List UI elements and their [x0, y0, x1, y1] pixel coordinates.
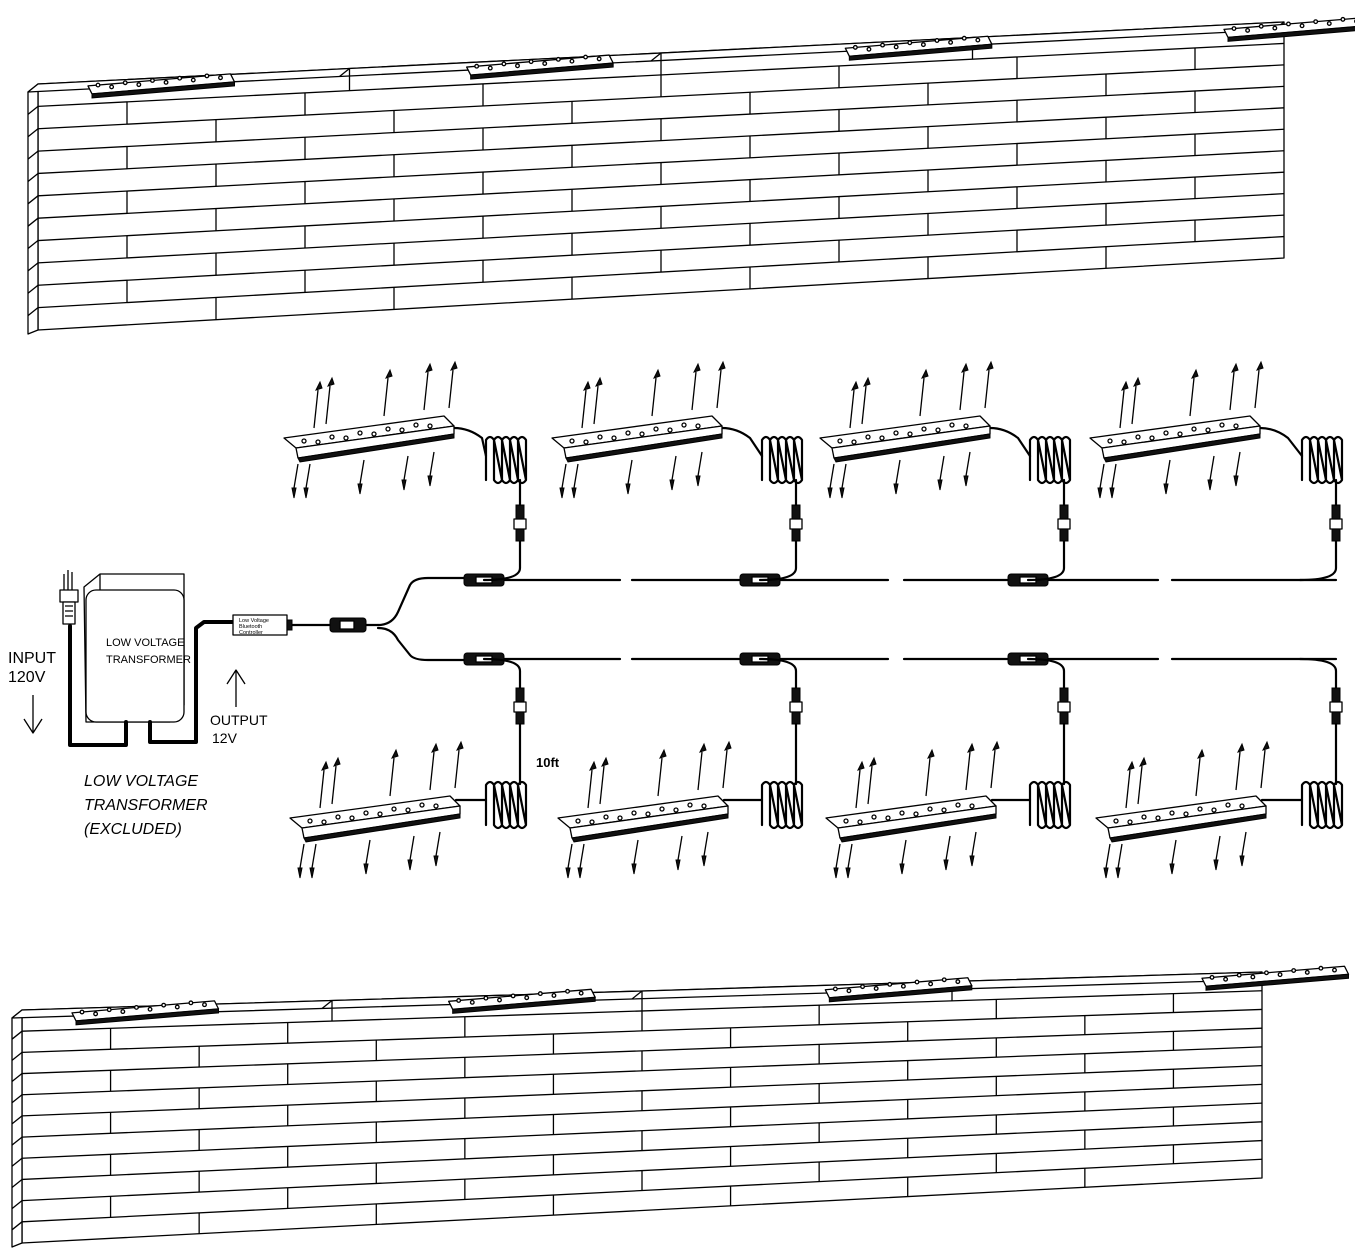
light-fixture: [1089, 360, 1264, 499]
arrow-up-icon: [226, 669, 246, 707]
transformer-unit: LOW VOLTAGE TRANSFORMER: [59, 570, 234, 747]
splitter: [329, 617, 367, 633]
light-fixture: [819, 360, 994, 499]
cable-coil: [1300, 780, 1344, 830]
arrow-down-icon: [23, 695, 43, 734]
wiring-schematic: [283, 360, 1344, 879]
light-fixture: [557, 740, 732, 879]
light-fixture: [825, 740, 1000, 879]
transformer-label-line1: LOW VOLTAGE: [106, 637, 184, 649]
output-label: OUTPUT: [210, 712, 268, 728]
light-fixture: [1095, 740, 1270, 879]
transformer-label-line2: TRANSFORMER: [106, 654, 191, 666]
controller-label-line2: Bluetooth: [239, 624, 262, 630]
waterproof-connector: [789, 687, 803, 725]
light-fixture: [551, 360, 726, 499]
input-voltage: 120V: [8, 669, 46, 686]
cable-length-label: 10ft: [536, 755, 560, 770]
waterproof-connector: [513, 687, 527, 725]
power-plug-icon: [59, 570, 79, 625]
output-voltage: 12V: [212, 730, 238, 746]
brick-wall-bottom: [11, 965, 1350, 1248]
input-label: INPUT: [8, 650, 56, 667]
light-fixture: [289, 740, 464, 879]
transformer-note-line1: LOW VOLTAGE: [84, 773, 198, 790]
waterproof-connector: [1329, 687, 1343, 725]
brick-wall-top: [27, 16, 1355, 335]
controller-label-line1: Low Voltage: [239, 618, 269, 624]
wall-light-fixture: [844, 35, 993, 61]
wall-light-fixture: [71, 1000, 220, 1026]
waterproof-connector: [1329, 504, 1343, 542]
light-fixture: [283, 360, 458, 499]
cable-coil: [484, 435, 528, 485]
wall-light-fixture: [1223, 16, 1355, 42]
waterproof-connector: [1057, 687, 1071, 725]
wall-light-fixture: [448, 988, 596, 1014]
cable-coil: [1028, 435, 1072, 485]
cable-coil: [484, 780, 528, 830]
waterproof-connector: [513, 504, 527, 542]
controller-label-line3: Controller: [239, 630, 263, 636]
bluetooth-controller: Low Voltage Bluetooth Controller: [232, 614, 293, 636]
cable-coil: [1300, 435, 1344, 485]
cable-coil: [760, 780, 804, 830]
cable-coil: [760, 435, 804, 485]
waterproof-connector: [789, 504, 803, 542]
transformer-note-line2: TRANSFORMER: [84, 797, 208, 814]
wall-light-fixture: [87, 73, 236, 99]
cable-coil: [1028, 780, 1072, 830]
wall-light-fixture: [1201, 965, 1350, 991]
wall-light-fixture: [824, 977, 973, 1003]
waterproof-connector: [1057, 504, 1071, 542]
transformer-note-line3: (EXCLUDED): [84, 821, 182, 838]
wall-light-fixture: [466, 54, 614, 80]
